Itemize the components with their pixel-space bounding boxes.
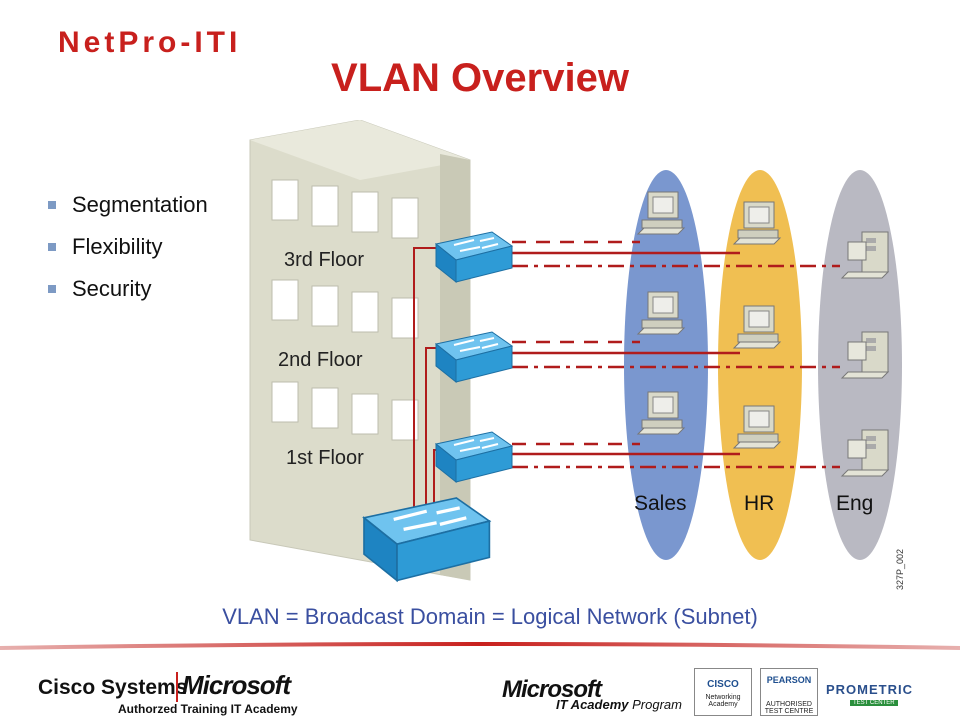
slide-title: VLAN Overview (331, 56, 629, 100)
pearson-text: PEARSON (766, 675, 812, 685)
pearson-badge: PEARSON AUTHORISED TEST CENTRE (760, 668, 818, 716)
group-label-sales: Sales (634, 492, 687, 515)
bullet-text: Segmentation (72, 192, 208, 217)
it-academy-program: IT Academy Program (556, 697, 682, 712)
cisco-academy-badge: CISCO Networking Academy (694, 668, 752, 716)
it-academy-text: IT Academy (556, 697, 629, 712)
pearson-sub: AUTHORISED TEST CENTRE (764, 701, 814, 715)
microsoft-it-academy-logo: Microsoft (502, 676, 602, 703)
floor-label-1: 1st Floor (286, 447, 364, 469)
bullet-list: Segmentation Flexibility Security (48, 192, 208, 318)
bullet-item: Security (48, 276, 208, 318)
academy-text: Authorzed Training IT Academy (118, 702, 298, 716)
program-text: Program (632, 697, 682, 712)
footer-divider (0, 642, 960, 650)
prometric-logo: PROMETRIC (826, 682, 913, 697)
group-label-eng: Eng (836, 492, 873, 515)
group-label-hr: HR (744, 492, 774, 515)
cisco-badge-sub: Networking Academy (705, 694, 741, 708)
logo-separator (176, 672, 178, 702)
bullet-item: Segmentation (48, 192, 208, 234)
floor-label-3: 3rd Floor (284, 249, 364, 271)
bullet-square-icon (48, 243, 56, 251)
bullet-square-icon (48, 201, 56, 209)
bullet-square-icon (48, 285, 56, 293)
sales-vlan-ellipse (624, 170, 708, 560)
vlan-diagram: 3rd Floor 2nd Floor 1st Floor Sales HR E… (249, 120, 905, 590)
bullet-text: Flexibility (72, 234, 163, 259)
prometric-sub: TEST CENTER (850, 700, 898, 706)
floor-label-2: 2nd Floor (278, 349, 363, 371)
netpro-logo: NetPro-ITI (58, 26, 242, 59)
bullet-item: Flexibility (48, 234, 208, 276)
microsoft-logo: Microsoft (182, 670, 291, 700)
figure-code: 327P_002 (895, 549, 905, 590)
cisco-logo: Cisco Systems (38, 676, 188, 699)
caption: VLAN = Broadcast Domain = Logical Networ… (222, 604, 758, 629)
bullet-text: Security (72, 276, 152, 301)
hr-vlan-ellipse (718, 170, 802, 560)
cisco-badge-text: CISCO (707, 679, 739, 690)
